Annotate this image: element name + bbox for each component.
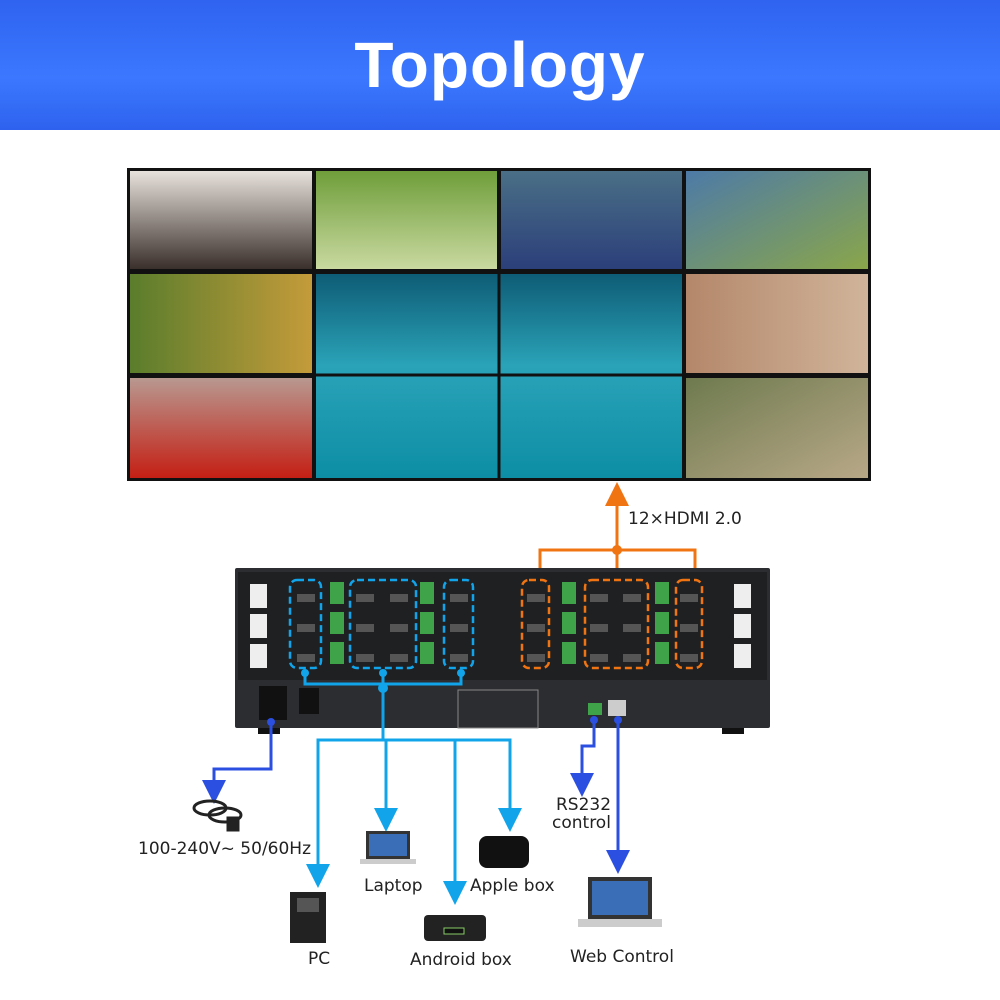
apple-tv-icon [479, 836, 529, 868]
android-box-icon [424, 915, 486, 941]
hdmi-output-label: 12×HDMI 2.0 [628, 509, 742, 529]
screen-tomato-basket [686, 171, 868, 269]
rs232-label-line2: control [552, 813, 611, 833]
screen-red-flowers [130, 378, 312, 478]
output-connections [538, 482, 697, 578]
dip-panel [457, 689, 539, 729]
screen-red-panda [686, 378, 868, 478]
android-box-label: Android box [410, 950, 512, 970]
control-connections [202, 716, 630, 874]
apple-box-label: Apple box [470, 876, 555, 896]
laptop-label: Laptop [364, 876, 423, 896]
web-control-laptop-icon [578, 877, 662, 927]
pc-tower-icon [290, 892, 326, 943]
screen-fashion-show [130, 171, 312, 269]
screen-boy-orange [130, 274, 312, 373]
pc-label: PC [308, 949, 330, 969]
matrix-switcher-device [235, 568, 770, 734]
web-control-label: Web Control [570, 947, 674, 967]
power-label: 100-240V~ 50/60Hz [138, 839, 311, 859]
screen-kitten [316, 171, 497, 269]
page-title: Topology [354, 29, 646, 101]
power-switch [299, 688, 319, 714]
port-groups [288, 578, 704, 670]
power-inlet [259, 686, 287, 720]
screen-sports-car [501, 171, 682, 269]
laptop-icon [360, 831, 416, 864]
header-banner: Topology [0, 0, 1000, 130]
video-wall [127, 168, 871, 481]
input-connections [301, 669, 522, 905]
power-cord-icon [192, 799, 243, 832]
rs232-label-line1: RS232 [556, 795, 611, 815]
lan-port [608, 700, 626, 716]
screen-woman-canyon [686, 274, 868, 373]
